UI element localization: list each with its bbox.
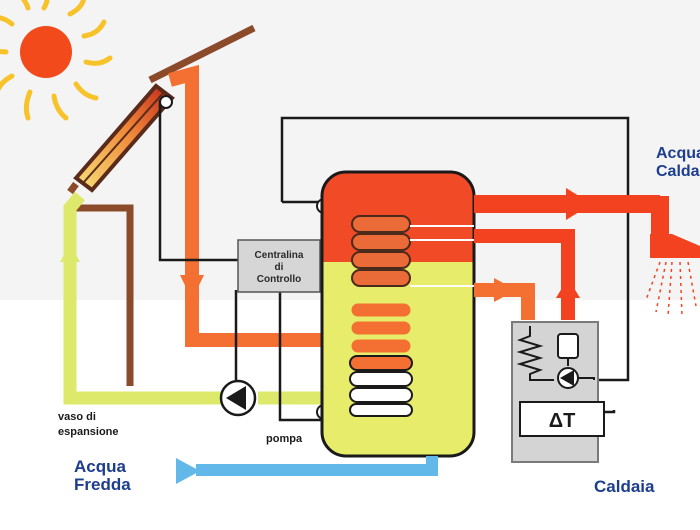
cold-loop-pipe-top (63, 191, 85, 260)
pump-label: pompa (266, 433, 303, 445)
sensor-collector (159, 95, 173, 109)
delta-t-label: ΔT (549, 410, 576, 432)
sun-icon (0, 0, 113, 121)
boiler-supply-arrow (556, 278, 580, 298)
controller-label-1: Centralina (255, 250, 304, 261)
boiler-box (511, 321, 599, 463)
shower-head-icon (645, 234, 700, 317)
collector-return-pipe (70, 204, 134, 386)
cold-water-label-1: Acqua (74, 457, 127, 476)
hot-loop-arrow (180, 275, 204, 300)
collector-joint (67, 181, 79, 195)
expansion-vessel-label-1: vaso di (58, 411, 96, 423)
cold-water-inlet (176, 456, 438, 484)
hot-loop-pipe (168, 64, 350, 347)
controller-label-2: di (275, 262, 284, 273)
controller-box: Centralina di Controllo (237, 239, 321, 293)
upper-coil (351, 215, 474, 287)
hot-water-outlet (474, 188, 669, 234)
spring-icon (516, 326, 554, 381)
lower-coil (348, 300, 414, 417)
collector-outlet-pipe (148, 24, 256, 84)
solar-collector-icon (73, 83, 175, 193)
pump-icon (219, 379, 257, 417)
boiler-label: Caldaia (594, 477, 655, 496)
expansion-vessel-label-2: espansione (58, 426, 119, 438)
cold-loop-arrow (60, 244, 80, 262)
valve-icon (557, 333, 595, 389)
boiler-return-arrow (494, 278, 516, 302)
hot-water-label-1: Acqua (656, 145, 700, 162)
cold-loop-pipe (63, 250, 238, 405)
control-wires (158, 100, 630, 422)
hot-water-label-2: Calda (656, 163, 700, 180)
controller-label-3: Controllo (257, 274, 301, 285)
cold-water-label-2: Fredda (74, 475, 131, 494)
boiler-return-pipe (474, 283, 535, 320)
delta-t-box: ΔT (519, 401, 605, 437)
